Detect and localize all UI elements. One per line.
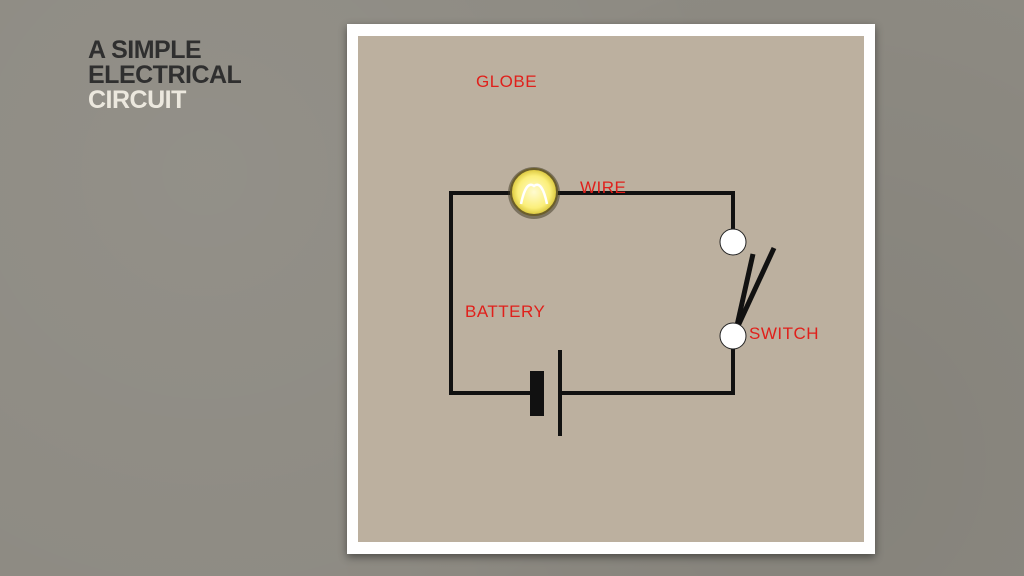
- title-line-3: CIRCUIT: [88, 86, 186, 114]
- circuit-diagram: [449, 167, 777, 436]
- wire-right-bottom: [559, 334, 735, 395]
- diagram-panel: GLOBE WIRE BATTERY SWITCH: [358, 36, 864, 542]
- globe-label: GLOBE: [476, 72, 538, 91]
- circuit-wire: [449, 191, 735, 395]
- switch-label: SWITCH: [749, 324, 820, 343]
- battery-negative-plate: [530, 371, 544, 416]
- switch-symbol: [719, 228, 777, 350]
- wire-label: WIRE: [580, 178, 627, 197]
- wire-top-left: [449, 191, 532, 395]
- battery-label: BATTERY: [465, 302, 546, 321]
- wire-top-right: [549, 191, 735, 244]
- battery-positive-plate: [558, 350, 562, 436]
- globe-bulb: [510, 168, 558, 216]
- switch-arm: [735, 246, 777, 328]
- switch-terminal-top: [719, 228, 747, 256]
- switch-terminal-bottom: [719, 322, 747, 350]
- title-line-2: ELECTRICAL: [88, 61, 242, 89]
- battery-symbol: [530, 350, 562, 436]
- globe-symbol: [508, 167, 560, 219]
- slide-title: A SIMPLE ELECTRICAL CIRCUIT: [88, 36, 242, 114]
- switch-lever: [733, 253, 756, 331]
- title-line-1: A SIMPLE: [88, 36, 202, 64]
- diagram-frame: GLOBE WIRE BATTERY SWITCH: [347, 24, 875, 554]
- globe-filament: [519, 183, 549, 205]
